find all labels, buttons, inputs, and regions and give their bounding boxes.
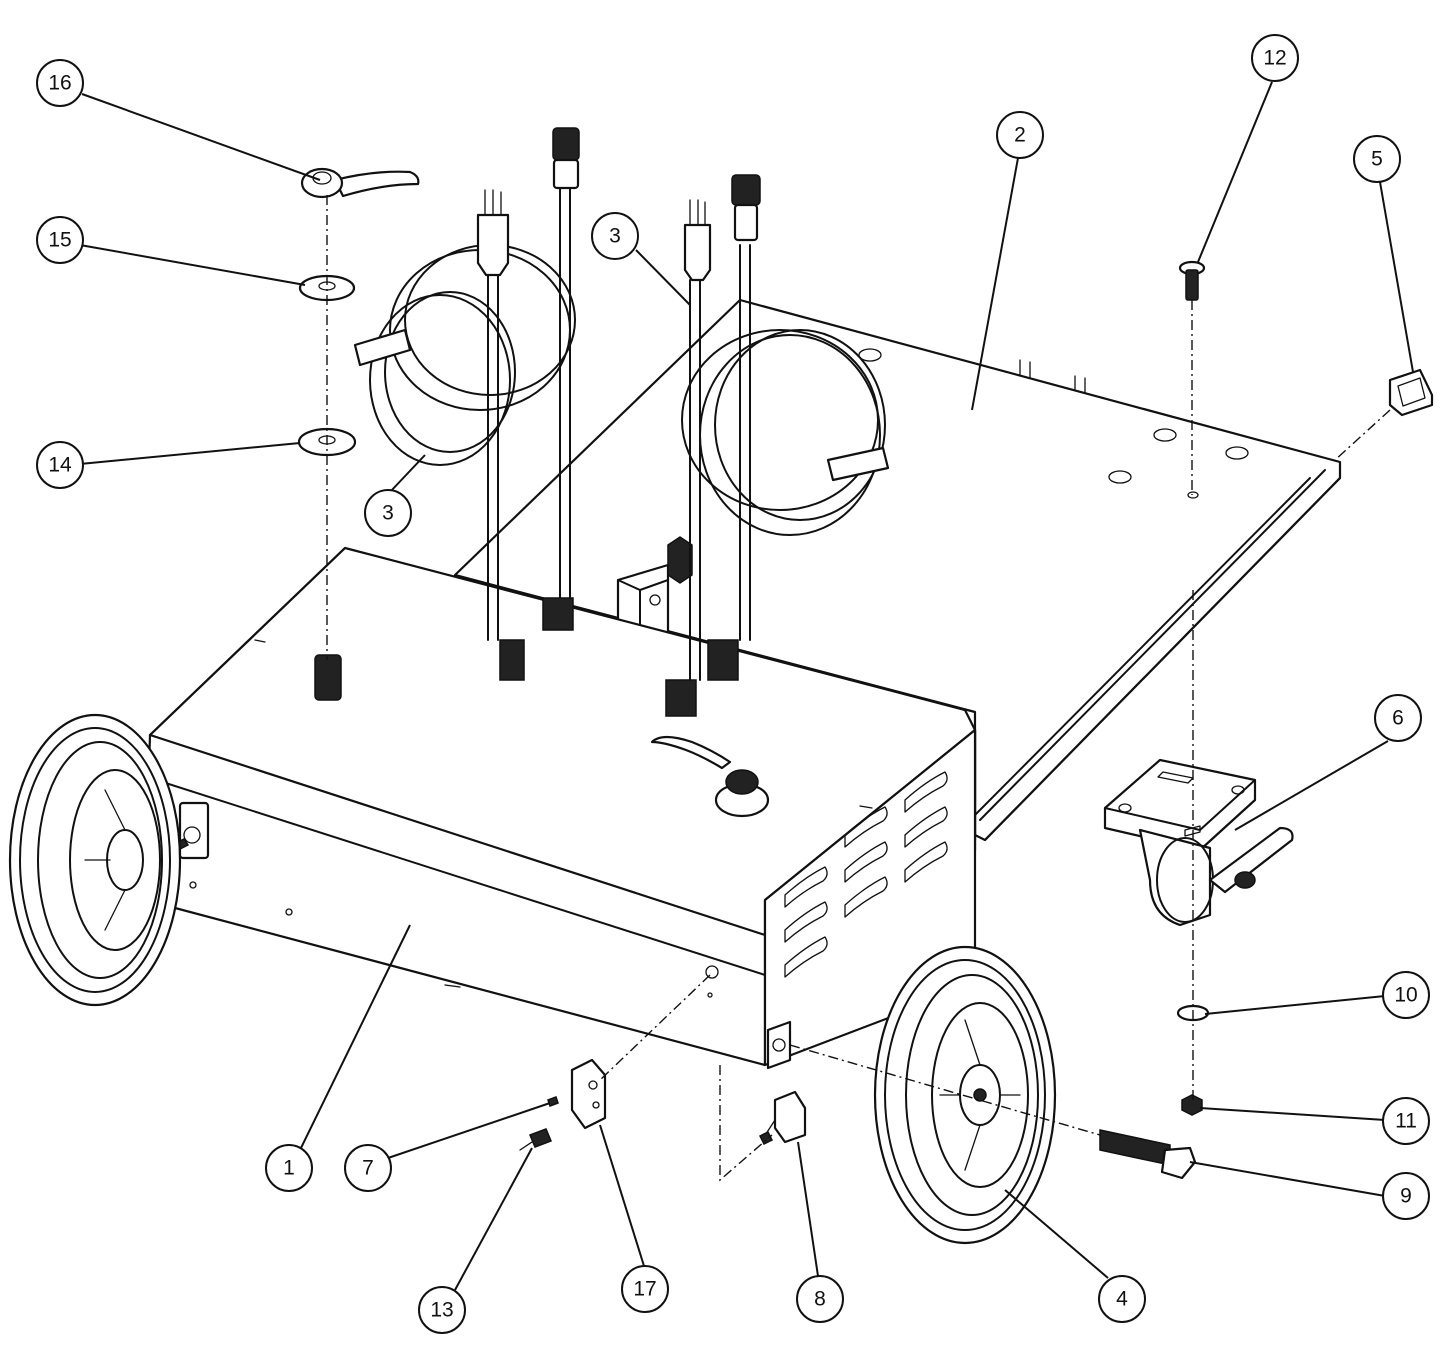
callout-1: 1 bbox=[265, 1144, 313, 1192]
callout-label: 2 bbox=[1014, 124, 1026, 147]
small-parts bbox=[297, 167, 1434, 1151]
callout-label: 3 bbox=[609, 225, 621, 248]
latch-handle bbox=[300, 167, 420, 199]
callout-8: 8 bbox=[796, 1275, 844, 1323]
callout-14: 14 bbox=[36, 441, 84, 489]
callout-label: 1 bbox=[283, 1157, 295, 1180]
assembly-lines bbox=[326, 195, 1391, 1182]
top-cap bbox=[650, 735, 770, 818]
callout-label: 11 bbox=[1395, 1110, 1417, 1133]
callout-5: 5 bbox=[1353, 135, 1401, 183]
callout-3a: 3 bbox=[364, 489, 412, 537]
callout-label: 12 bbox=[1263, 47, 1286, 70]
callout-6: 6 bbox=[1374, 694, 1422, 742]
wheel-left bbox=[8, 713, 182, 1007]
threaded-stud bbox=[314, 654, 342, 701]
callout-7: 7 bbox=[344, 1144, 392, 1192]
callout-2: 2 bbox=[996, 111, 1044, 159]
screw-7 bbox=[547, 1096, 559, 1107]
callout-16: 16 bbox=[36, 59, 84, 107]
side-louvers bbox=[784, 771, 948, 978]
callout-label: 5 bbox=[1371, 148, 1383, 171]
callout-15: 15 bbox=[36, 216, 84, 264]
end-cap-5 bbox=[1388, 368, 1434, 417]
callout-label: 8 bbox=[814, 1288, 826, 1311]
toggle-13 bbox=[519, 1128, 552, 1151]
cable-assembly-left bbox=[353, 127, 580, 681]
caster-wheel bbox=[1103, 758, 1294, 927]
callout-label: 15 bbox=[48, 229, 71, 252]
switch-8 bbox=[758, 1090, 807, 1146]
callout-label: 13 bbox=[430, 1299, 453, 1322]
wheel-right bbox=[873, 945, 1057, 1245]
nut-11 bbox=[1181, 1094, 1203, 1116]
callout-13: 13 bbox=[418, 1286, 466, 1334]
callout-label: 4 bbox=[1116, 1288, 1128, 1311]
callout-3b: 3 bbox=[591, 212, 639, 260]
callout-17: 17 bbox=[621, 1265, 669, 1313]
callout-11: 11 bbox=[1382, 1097, 1430, 1145]
axle-bolt bbox=[1099, 1129, 1197, 1180]
callout-label: 17 bbox=[633, 1278, 656, 1301]
frame-plate bbox=[453, 298, 1342, 842]
switch-plate-17 bbox=[570, 1058, 607, 1130]
cable-assembly-right bbox=[665, 174, 890, 717]
callout-label: 9 bbox=[1400, 1185, 1412, 1208]
callout-12: 12 bbox=[1251, 34, 1299, 82]
callout-label: 10 bbox=[1394, 984, 1417, 1007]
callout-label: 6 bbox=[1392, 707, 1404, 730]
screw-12 bbox=[1178, 260, 1206, 301]
leader-lines bbox=[79, 81, 1414, 1291]
callout-10: 10 bbox=[1382, 971, 1430, 1019]
callout-label: 3 bbox=[382, 502, 394, 525]
callout-label: 14 bbox=[48, 454, 72, 477]
callout-9: 9 bbox=[1382, 1172, 1430, 1220]
callout-label: 16 bbox=[48, 72, 71, 95]
callout-label: 7 bbox=[362, 1157, 374, 1180]
callout-4: 4 bbox=[1098, 1275, 1146, 1323]
